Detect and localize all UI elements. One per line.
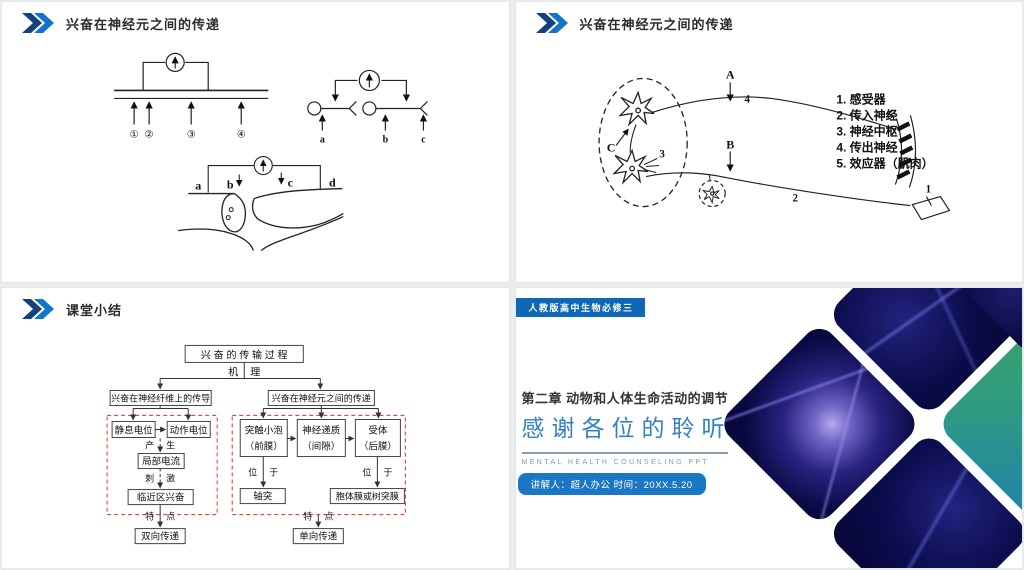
flow-right-branch: 兴奋在神经元之间的传递	[272, 392, 371, 403]
slide-thumbnail-1[interactable]: 兴奋在神经元之间的传递 ① ② ③ ④	[2, 2, 509, 282]
mark-2: 2	[792, 193, 798, 205]
reflex-arc-diagram: A B C 4 2 5 1 3 1. 感受器 2. 传入神经 3. 神经中枢 4…	[597, 67, 950, 221]
stim-label-4: ④	[237, 129, 246, 140]
double-chevron-icon	[22, 299, 54, 319]
flow-feat-r1: 点	[166, 512, 175, 522]
flow-root: 兴 奋 的 传 输 过 程	[201, 348, 288, 361]
synapse-label-d: d	[329, 176, 336, 190]
mark-A: A	[725, 67, 734, 81]
mark-1: 1	[925, 184, 931, 196]
synapse-label-b: b	[227, 178, 234, 192]
thanks-title: 感谢各位的聆听	[521, 415, 732, 441]
flow-vesicle-a: 突触小泡	[245, 425, 284, 437]
neuron-cell-lower	[611, 148, 648, 185]
reflex-arc-paths	[645, 82, 950, 221]
flow-axon: 轴突	[253, 491, 273, 503]
double-chevron-icon	[535, 13, 568, 33]
flow-receptor-a: 受体	[368, 425, 388, 437]
mark-B: B	[726, 138, 734, 152]
synapse-label-a: a	[195, 179, 201, 193]
chapter-title: 第二章 动物和人体生命活动的调节	[521, 391, 729, 406]
legend-item-1: 1. 感受器	[836, 91, 886, 106]
neuron-photo-diamond-group	[716, 288, 1022, 568]
flow-loc-r1: 于	[269, 468, 278, 478]
nerve-fiber-galvanometer-diagram	[114, 52, 269, 125]
receptor-skin-diamond	[910, 195, 950, 221]
english-subtitle: MENTAL HEALTH COUNSELING PPT	[521, 452, 728, 466]
flow-feat-l1: 特	[145, 511, 154, 522]
flow-vesicle-b: （前膜）	[245, 441, 283, 453]
legend-item-2: 2. 传入神经	[836, 107, 897, 122]
flow-bidirectional: 双向传递	[141, 531, 180, 543]
small-neuron-dashed	[698, 174, 726, 208]
slide2-title: 兴奋在神经元之间的传递	[579, 16, 734, 32]
presenter-pill: 讲解人：超人办公 时间：20XX.5.20	[517, 473, 706, 495]
slide3-title: 课堂小结	[66, 302, 123, 318]
slide3-header: 课堂小结	[22, 299, 122, 319]
synapse-closeup-diagram	[178, 155, 344, 252]
chain-label-a: a	[320, 135, 325, 146]
legend-item-3: 3. 神经中枢	[836, 123, 897, 138]
mark-C: C	[606, 141, 615, 155]
flow-resting: 静息电位	[115, 425, 154, 437]
mark-5: 5	[887, 109, 893, 121]
flow-receptor-b: （后膜）	[359, 441, 397, 453]
slide2-header: 兴奋在神经元之间的传递	[535, 13, 734, 33]
flow-sti-l: 刺	[145, 474, 154, 484]
flow-mech-l: 机	[228, 365, 238, 378]
stim-label-2: ②	[145, 129, 154, 140]
slide1-header: 兴奋在神经元之间的传递	[22, 13, 220, 33]
flow-loc-l2: 位	[362, 467, 371, 478]
flow-gen-l: 产	[145, 440, 154, 451]
flow-sti-r: 激	[166, 473, 175, 484]
flow-loc-l1: 位	[248, 467, 257, 478]
slide-thumbnail-3[interactable]: 课堂小结	[2, 288, 509, 568]
flow-loc-r2: 于	[383, 468, 392, 478]
flow-action: 动作电位	[170, 425, 209, 437]
flow-gen-r: 生	[166, 440, 175, 451]
chain-label-c: c	[421, 135, 426, 146]
flow-adjacent: 临近区兴奋	[137, 492, 185, 504]
flow-feat-r2: 点	[324, 512, 333, 522]
slide-thumbnail-4[interactable]: 人教版高中生物必修三 第二章 动物和人体生命活动的调节 感谢各位的聆听 MENT…	[515, 288, 1022, 568]
flow-text: 兴 奋 的 传 输 过 程 机 理 兴奋在神经纤维上的传导 兴奋在神经元之间的传…	[111, 348, 399, 542]
flow-feat-l2: 特	[303, 511, 312, 522]
flow-membrane: 胞体膜或树突膜	[336, 491, 399, 502]
flow-mech-r: 理	[250, 366, 260, 378]
course-badge: 人教版高中生物必修三	[515, 298, 645, 317]
flow-transmitter-a: 神经递质	[302, 425, 341, 437]
flow-left-branch: 兴奋在神经纤维上的传导	[111, 392, 210, 403]
reflex-arc-legend: 1. 感受器 2. 传入神经 3. 神经中枢 4. 传出神经 5. 效应器（肌肉…	[836, 91, 933, 170]
stim-label-1: ①	[130, 129, 139, 140]
effector-muscle-band	[894, 115, 916, 188]
nerve-center-ellipse	[597, 77, 688, 208]
mark-4: 4	[744, 93, 750, 105]
neuron-cell-upper	[617, 90, 654, 127]
legend-item-5: 5. 效应器（肌肉）	[836, 156, 933, 171]
slide1-title: 兴奋在神经元之间的传递	[66, 16, 221, 32]
legend-item-4: 4. 传出神经	[836, 140, 897, 155]
two-neuron-chain-diagram	[307, 69, 428, 131]
flow-local-current: 局部电流	[142, 456, 181, 468]
flow-connectors	[130, 362, 382, 528]
chain-label-b: b	[383, 135, 389, 146]
slide-thumbnail-2[interactable]: 兴奋在神经元之间的传递	[515, 2, 1022, 282]
summary-flowchart: 兴 奋 的 传 输 过 程 机 理 兴奋在神经纤维上的传导 兴奋在神经元之间的传…	[106, 344, 406, 545]
stim-label-3: ③	[187, 129, 196, 140]
double-chevron-icon	[22, 13, 54, 33]
mark-3: 3	[659, 149, 665, 161]
synapse-label-c: c	[288, 176, 294, 190]
flow-transmitter-b: （间隙）	[302, 441, 340, 453]
neuron-circuit-diagrams: ① ② ③ ④ a b c	[114, 52, 428, 252]
flow-unidirectional: 单向传递	[299, 531, 338, 543]
